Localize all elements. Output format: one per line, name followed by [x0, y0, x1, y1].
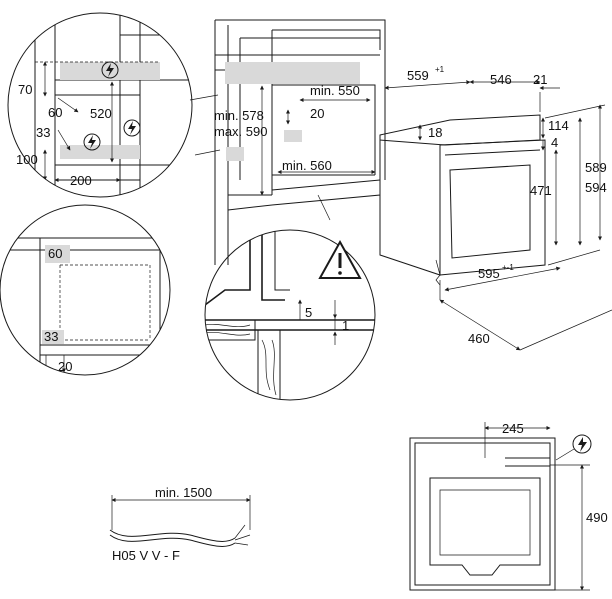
cabinet-drawing: min. 578 max. 590 min. 550 20 min. 560 — [189, 19, 386, 265]
label-33: 33 — [44, 329, 58, 344]
shaded-zone-bottom — [226, 147, 244, 161]
shaded-zone-mid — [284, 130, 302, 142]
mains-icon — [101, 61, 119, 79]
label-cable-type: H05 V V - F — [112, 548, 180, 563]
label-4: 4 — [551, 135, 558, 150]
label-589: 589 — [585, 160, 607, 175]
label-460: 460 — [468, 331, 490, 346]
detail-circle-center: 5 1 — [204, 229, 376, 401]
label-18: 18 — [428, 125, 442, 140]
label-559: 559 — [407, 68, 429, 83]
label-70: 70 — [18, 82, 32, 97]
shaded-zone-top — [225, 62, 360, 84]
label-max-590: max. 590 — [214, 124, 267, 139]
rear-view-drawing: 245 490 — [409, 421, 608, 591]
label-520: 520 — [90, 106, 112, 121]
label-33: 33 — [36, 125, 50, 140]
label-200: 200 — [70, 173, 92, 188]
detail-circle-left: 60 33 20 — [0, 204, 171, 376]
label-21: 21 — [533, 72, 547, 87]
cable-drawing: min. 1500 H05 V V - F — [109, 485, 251, 563]
label-471: 471 — [530, 183, 552, 198]
label-594: 594 — [585, 180, 607, 195]
mains-icon — [83, 133, 101, 151]
label-100: 100 — [16, 152, 38, 167]
label-60: 60 — [48, 105, 62, 120]
label-245: 245 — [502, 421, 524, 436]
warning-icon — [318, 239, 362, 279]
label-60: 60 — [48, 246, 62, 261]
label-114: 114 — [548, 118, 569, 133]
detail-circle-top: 70 60 520 33 100 200 — [7, 12, 193, 198]
label-595-tolerance: +-1 — [502, 263, 514, 272]
label-min-578: min. 578 — [214, 108, 264, 123]
label-1: 1 — [342, 318, 349, 333]
label-20: 20 — [310, 106, 324, 121]
label-5: 5 — [305, 305, 312, 320]
mains-icon — [572, 434, 592, 454]
oven-drawing: 559 +1 546 21 18 114 4 471 589 594 595 +… — [379, 65, 612, 351]
label-20: 20 — [58, 359, 72, 374]
label-min-560: min. 560 — [282, 158, 332, 173]
mains-icon — [123, 119, 141, 137]
label-min-1500: min. 1500 — [155, 485, 212, 500]
label-490: 490 — [586, 510, 608, 525]
label-559-tolerance: +1 — [435, 65, 445, 74]
label-546: 546 — [490, 72, 512, 87]
label-595: 595 — [478, 266, 500, 281]
label-min-550: min. 550 — [310, 83, 360, 98]
